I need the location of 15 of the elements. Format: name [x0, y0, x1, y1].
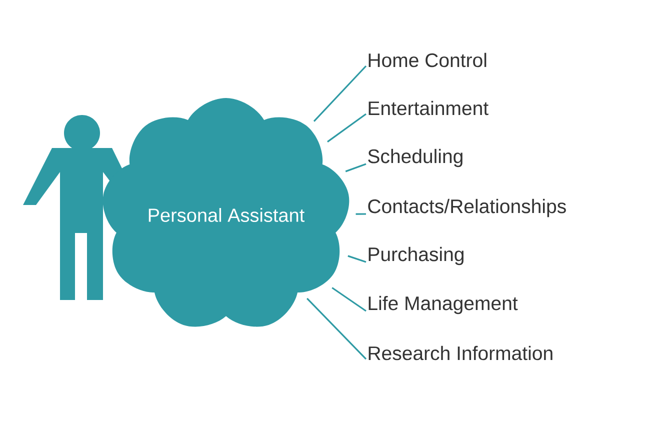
cloud: Personal Assistant [102, 98, 350, 327]
branch-label: Entertainment [368, 100, 488, 116]
connector-line [313, 65, 367, 122]
connector-line [356, 213, 366, 215]
branch-label: Purchasing [368, 246, 464, 266]
branch-label: Home Control [368, 52, 486, 68]
branch-label: Research Information [368, 346, 552, 360]
connector-line [327, 113, 366, 142]
branch-label: Scheduling [368, 148, 462, 168]
connector-line [348, 255, 366, 263]
branch-label: Contacts/Relationships [368, 198, 566, 218]
connector-line [306, 298, 367, 360]
connector-line [332, 287, 366, 312]
branch-label: Life Management [368, 296, 518, 314]
connector-line [345, 163, 366, 172]
